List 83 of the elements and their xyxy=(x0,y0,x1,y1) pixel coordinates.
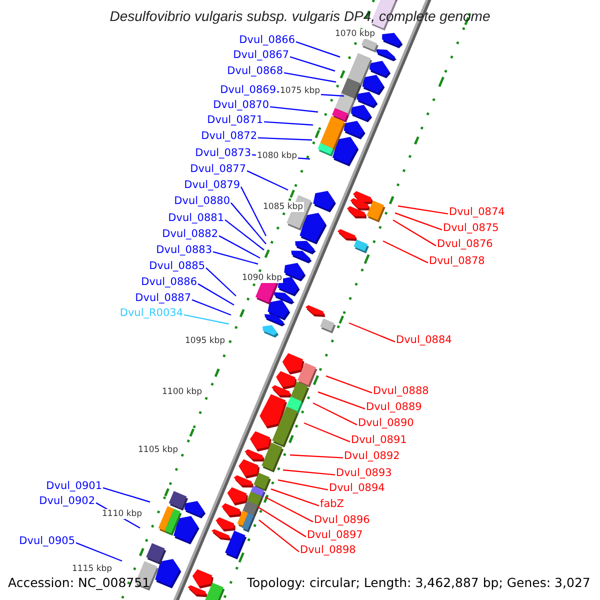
leader-line xyxy=(270,106,318,113)
leader-line xyxy=(264,121,314,126)
accession-text: Accession: NC_008751 xyxy=(8,574,150,590)
leader-line xyxy=(206,267,236,296)
gene-label: Dvul_0873 xyxy=(195,147,251,160)
leader-line xyxy=(198,283,234,306)
gene-label: Dvul_0883 xyxy=(156,244,212,257)
gene-label: Dvul_0905 xyxy=(19,535,75,548)
scale-label: 1095 kbp xyxy=(184,336,226,346)
leader-line xyxy=(348,322,396,342)
leader-line xyxy=(278,479,328,490)
gene-label: Dvul_0882 xyxy=(162,228,218,241)
gene-label: Dvul_0870 xyxy=(213,99,269,112)
gene-label: Dvul_0886 xyxy=(141,276,197,289)
gene-label: Dvul_0875 xyxy=(443,222,499,235)
gene-label: Dvul_0867 xyxy=(233,49,289,62)
leader-line xyxy=(258,137,312,141)
gene-label: Dvul_0888 xyxy=(373,385,429,398)
leader-line xyxy=(212,251,258,265)
gene-label: Dvul_0892 xyxy=(344,450,400,463)
leader-line xyxy=(296,41,340,58)
gene-label: Dvul_0884 xyxy=(396,334,452,347)
gene-label: Dvul_R0034 xyxy=(120,307,183,320)
gene-label: Dvul_0880 xyxy=(174,195,230,208)
scale-label: 1075 kbp xyxy=(279,86,322,96)
leader-line xyxy=(394,212,442,230)
gene-label: Dvul_0877 xyxy=(190,163,246,176)
leader-line xyxy=(290,454,344,458)
gene-label: Dvul_0885 xyxy=(149,260,205,273)
leader-line xyxy=(282,469,336,476)
gene-label: fabZ xyxy=(320,498,344,511)
scale-label: 1080 kbp xyxy=(256,151,298,162)
gene-label: Dvul_0898 xyxy=(300,544,356,557)
gene-label: Dvul_0868 xyxy=(227,65,283,78)
leader-line xyxy=(312,402,358,426)
gene-label: Dvul_0890 xyxy=(358,417,414,430)
scale-label: 1085 kbp xyxy=(262,202,304,212)
gene-label: Dvul_0901 xyxy=(46,480,102,493)
gene-label: Dvul_0893 xyxy=(336,467,392,480)
leader-line xyxy=(246,170,288,191)
leader-line xyxy=(382,240,428,264)
leader-line xyxy=(318,391,366,410)
scale-label: 1100 kbp xyxy=(161,387,204,398)
gene-label: Dvul_0866 xyxy=(239,34,295,47)
scale-label: 1070 kbp xyxy=(334,29,376,40)
leader-line xyxy=(240,186,267,236)
leader-line xyxy=(398,205,448,214)
leader-line xyxy=(270,488,320,506)
leader-line xyxy=(192,299,232,316)
gene-label: Dvul_0869 xyxy=(220,84,276,97)
genome-info-text: Topology: circular; Length: 3,462,887 bp; Genes: 3,027 xyxy=(247,574,590,590)
gene-label: Dvul_0881 xyxy=(168,212,224,225)
leader-line xyxy=(284,72,336,83)
scale-label: 1105 kbp xyxy=(137,445,180,456)
leader-line xyxy=(326,375,372,394)
gene-label: Dvul_0894 xyxy=(329,482,385,495)
leader-line xyxy=(264,496,314,522)
leader-line xyxy=(230,202,266,244)
leader-line xyxy=(102,487,150,503)
gene-label: Dvul_0876 xyxy=(437,238,493,251)
scale-label: 1090 kbp xyxy=(241,273,284,284)
leader-line xyxy=(224,219,264,250)
leader-line xyxy=(258,520,300,552)
gene-label: Dvul_0887 xyxy=(135,292,191,305)
leader-line xyxy=(184,314,230,325)
gene-label: Dvul_0896 xyxy=(314,514,370,527)
leader-line xyxy=(290,56,336,72)
gene-label: Dvul_0889 xyxy=(366,401,422,414)
leader-line xyxy=(258,506,306,538)
gene-label: Dvul_0902 xyxy=(39,495,95,508)
gene-label: Dvul_0871 xyxy=(207,114,263,127)
scale-label: 1115 kbp xyxy=(71,564,114,574)
gene-label: Dvul_0891 xyxy=(351,434,407,447)
leader-line xyxy=(218,235,260,259)
gene-label: Dvul_0897 xyxy=(307,529,363,542)
leader-line xyxy=(304,422,350,442)
gene-label: Dvul_0872 xyxy=(201,130,257,143)
gene-label: Dvul_0874 xyxy=(449,206,505,219)
scale-label: 1110 kbp xyxy=(101,509,144,520)
leader-line xyxy=(392,219,436,246)
gene-label: Dvul_0879 xyxy=(184,179,240,192)
gene-label: Dvul_0878 xyxy=(429,255,485,268)
leader-line xyxy=(76,542,122,562)
